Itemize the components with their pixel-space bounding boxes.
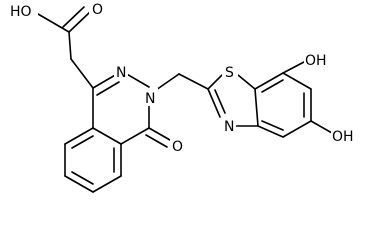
bond-ch2-c2 [178,73,209,90]
bond-c4a-c8a [92,127,122,145]
atom-label-carboxyl-oxygen: O [92,2,103,18]
atom-label-upper-hydroxyl: OH [305,53,327,69]
structure-canvas: HO O N N O S N OH OH [8,0,359,193]
bond-c1-n2-a [92,73,118,89]
bond-benzo-3 [64,175,94,193]
atom-layer: HO O N N O S N OH OH [8,0,359,155]
bond-bt-5 [257,125,284,138]
bond-ch2-cooh [68,31,72,60]
bond-benzo-inner-2 [71,171,94,185]
bond-carboxyl-oh [37,13,70,33]
atom-label-ring-nitrogen-b: N [145,91,155,107]
bond-c1-ch2 [70,58,94,89]
bond-n2-n3 [124,72,150,88]
bond-c2-n-a [207,88,221,118]
bond-c4-o-b [145,134,168,148]
bond-c2-n-b [214,89,226,114]
bond-carboxyl-o-b [62,6,85,28]
bond-c1-n2-b [96,81,120,96]
atom-label-ring-nitrogen-a: N [116,65,126,81]
molecule-structure: HO O N N O S N OH OH [8,0,359,193]
atom-label-ketone-oxygen: O [172,139,183,155]
bond-c2-s [207,74,223,90]
bond-bt-1 [254,72,284,90]
bond-bt-inner-1 [261,79,284,93]
bond-c3a-c7a [254,88,259,127]
bond-benzo-2 [92,175,122,193]
atom-label-thiazole-nitrogen: N [224,119,234,135]
bond-bt-4 [282,120,312,138]
bond-benzo-5 [64,127,94,145]
bond-c4-c4a [120,127,150,145]
bond-c7-oh [282,61,305,74]
bond-c4-o-a [148,127,171,141]
bond-n3-ch2 [155,73,180,91]
atom-label-carboxyl-hydroxyl: HO [10,4,32,20]
atom-label-lower-hydroxyl: OH [332,129,354,145]
bond-bt-2 [282,72,312,90]
bond-s-c7a [237,74,256,90]
bond-benzo-inner-3 [71,135,94,149]
bond-carboxyl-o-a [68,11,91,33]
atom-label-sulfur: S [225,65,234,81]
bond-bt-inner-3 [261,120,284,131]
bond-c5-oh [310,120,333,134]
bond-layer [37,6,333,193]
